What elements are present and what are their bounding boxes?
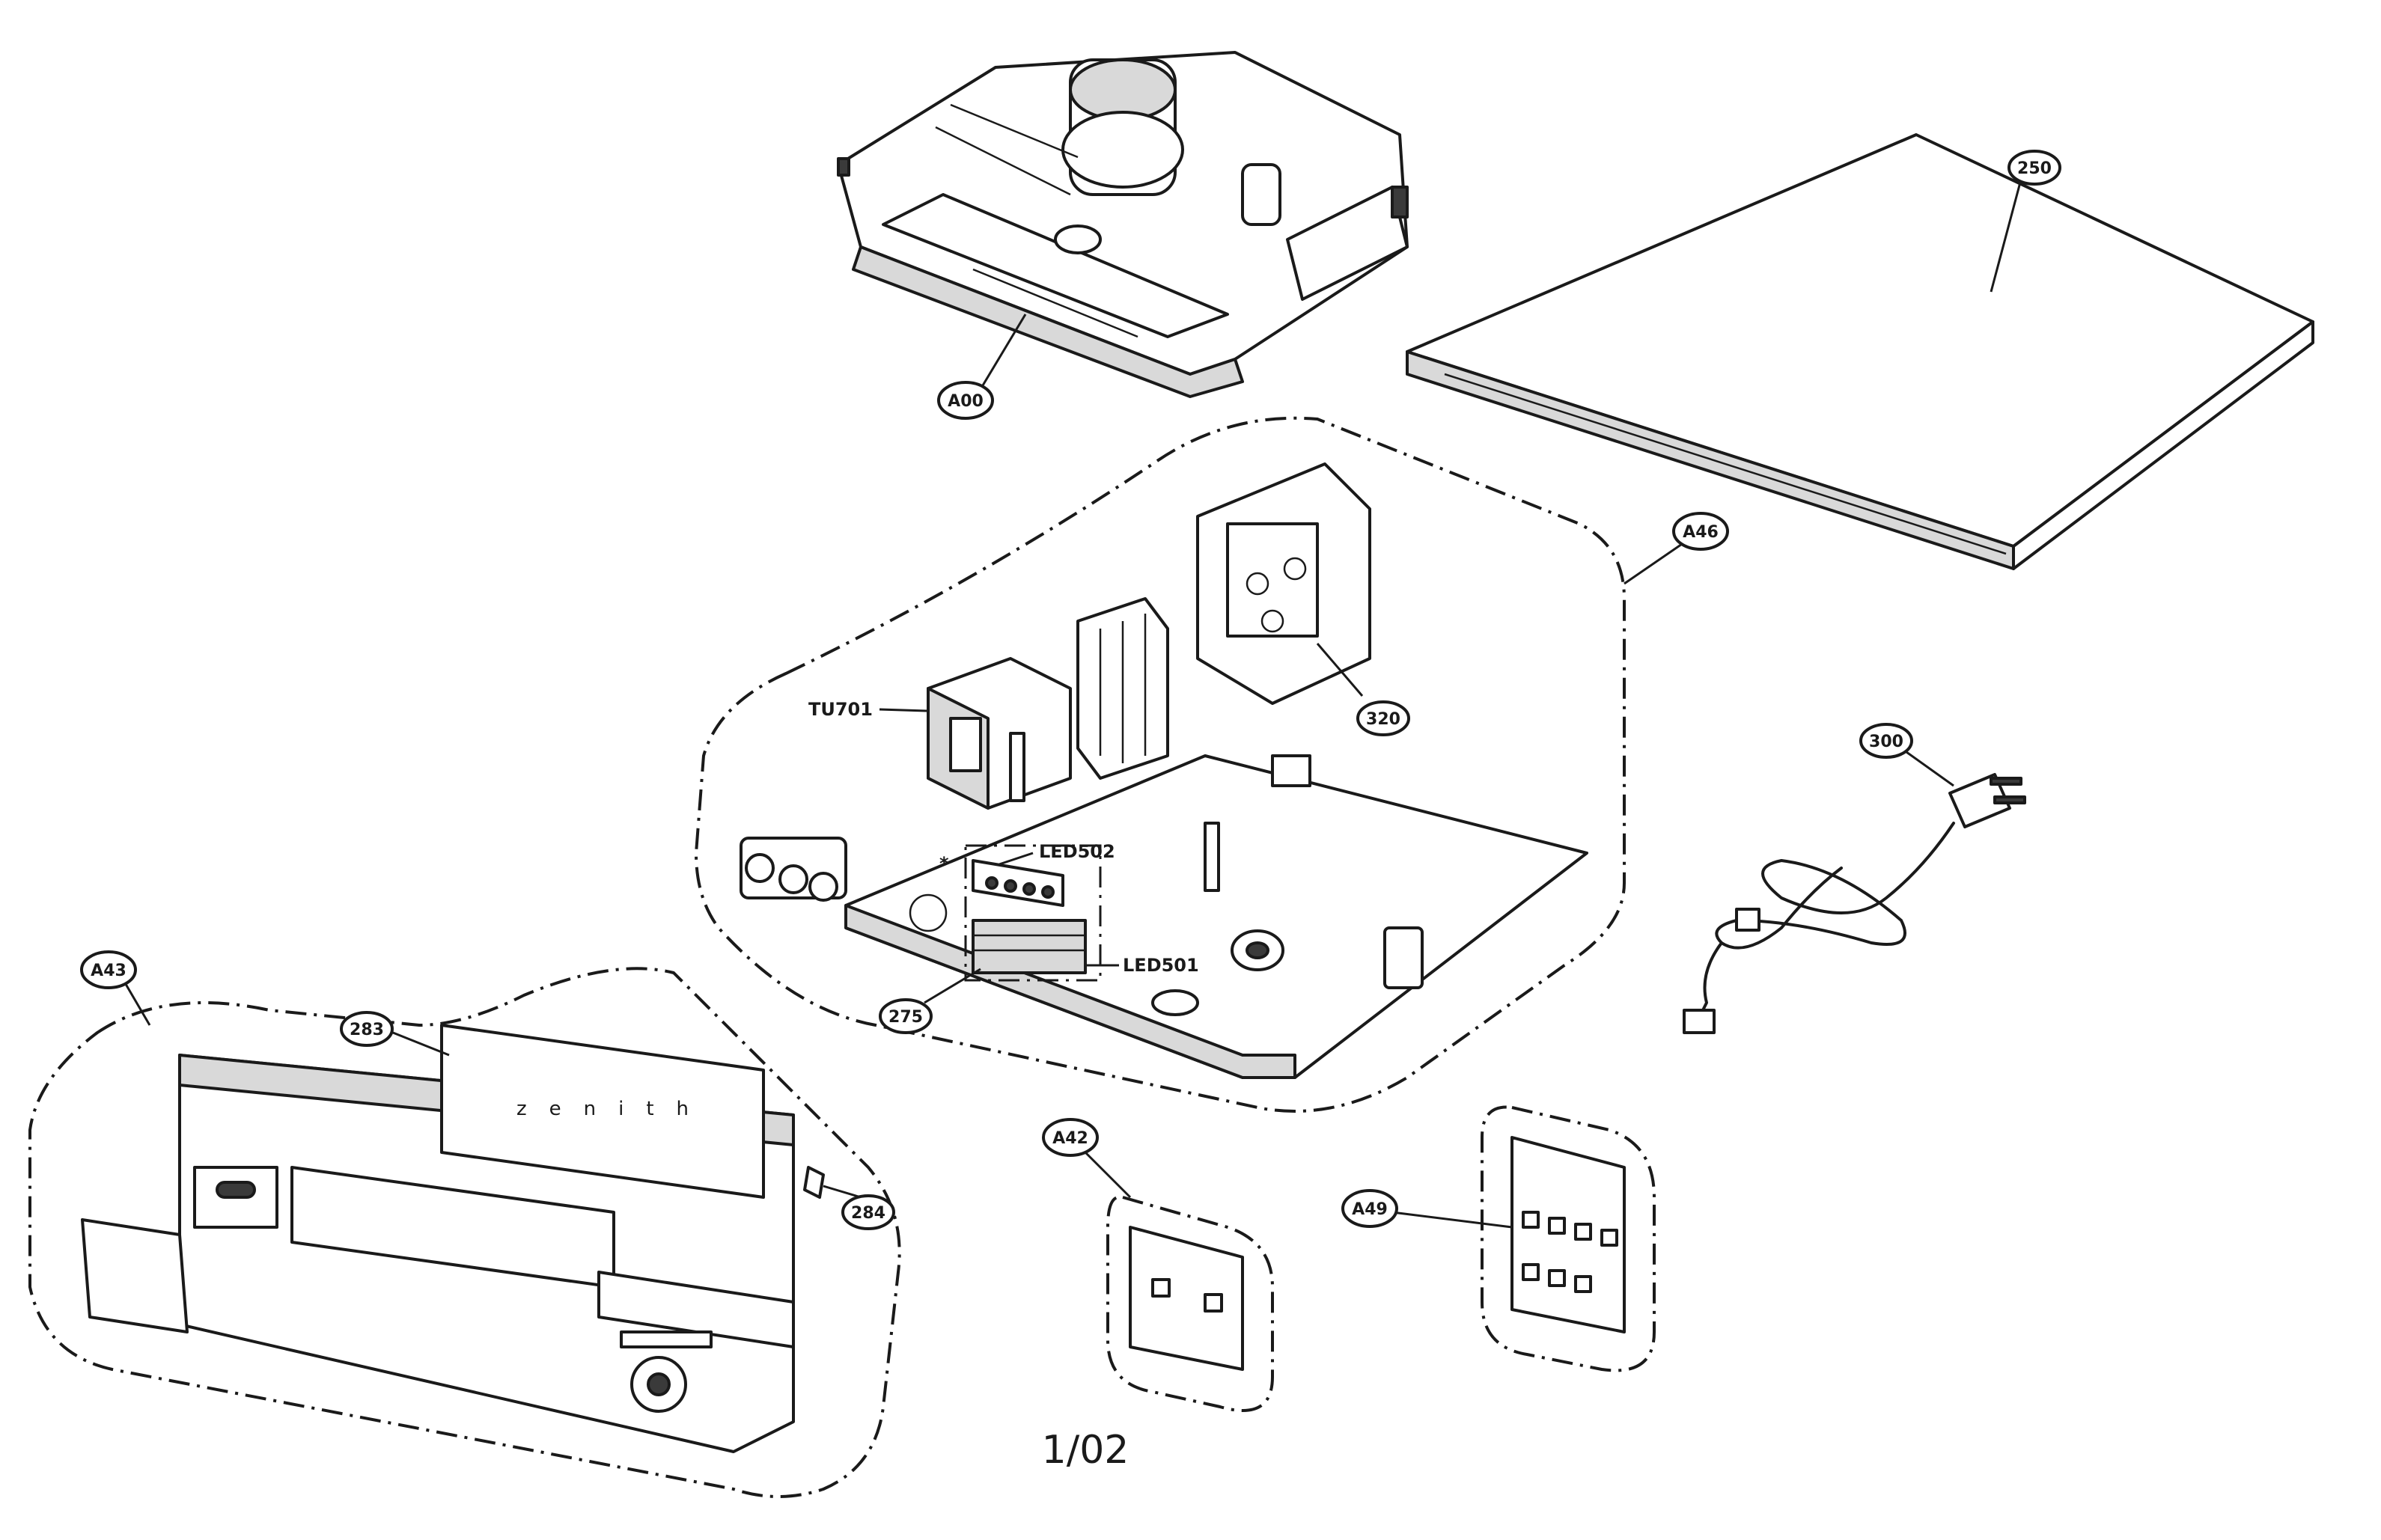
key-panel-a42 [1129,1226,1244,1371]
callout-a49: A49 [1341,1189,1398,1228]
callout-a00: A00 [937,381,994,420]
boundary-a49 [1481,1105,1656,1372]
callout-a46-text: A46 [1683,523,1719,542]
leader-320 [1316,643,1364,697]
main-board-a46 [740,462,1588,1079]
callout-a43: A43 [80,950,137,989]
power-cord-300 [1683,773,2026,1034]
leader-tu701 [879,708,927,712]
leader-300 [1900,747,1954,787]
label-led501: LED501 [1123,955,1199,976]
callout-320-text: 320 [1366,710,1400,729]
callout-320: 320 [1356,700,1410,736]
callout-275-text: 275 [888,1008,923,1027]
callout-300: 300 [1859,723,1913,759]
label-led502: LED502 [1039,841,1115,862]
callout-284-text: 284 [851,1204,885,1223]
leader-a43 [122,980,151,1026]
page-number: 1/02 [1042,1428,1129,1473]
leader-283 [392,1031,450,1057]
key-panel-a49 [1510,1136,1626,1333]
boundary-a46 [694,416,1626,1113]
callout-a49-text: A49 [1352,1200,1388,1219]
callout-a00-text: A00 [948,392,984,411]
callout-275: 275 [879,998,933,1034]
callout-284: 284 [841,1194,895,1230]
callout-250: 250 [2007,150,2061,186]
callout-a43-text: A43 [91,962,126,980]
label-star: * [939,853,949,874]
callout-283: 283 [340,1011,394,1047]
brand-name: zenith [516,1098,711,1120]
leader-275 [924,968,981,1004]
leader-a49 [1391,1211,1513,1229]
boundary-a42 [1106,1195,1274,1412]
label-tu701: TU701 [808,699,873,720]
callout-a42-text: A42 [1052,1129,1088,1148]
callout-250-text: 250 [2017,159,2052,178]
callout-a42: A42 [1042,1118,1099,1157]
leader-284 [823,1185,862,1199]
front-panel-a43: zenith [81,1024,825,1453]
leader-a00 [979,314,1027,390]
leader-250 [1990,179,2022,293]
callout-300-text: 300 [1869,733,1903,751]
leader-led502 [999,852,1034,866]
boundary-a43 [28,967,901,1498]
leader-a46 [1624,541,1685,585]
callout-283-text: 283 [350,1021,384,1039]
tape-mechanism-a00 [837,51,1409,398]
callout-a46: A46 [1672,512,1729,551]
leader-a42 [1084,1151,1132,1199]
top-cover-250 [1406,133,2314,570]
